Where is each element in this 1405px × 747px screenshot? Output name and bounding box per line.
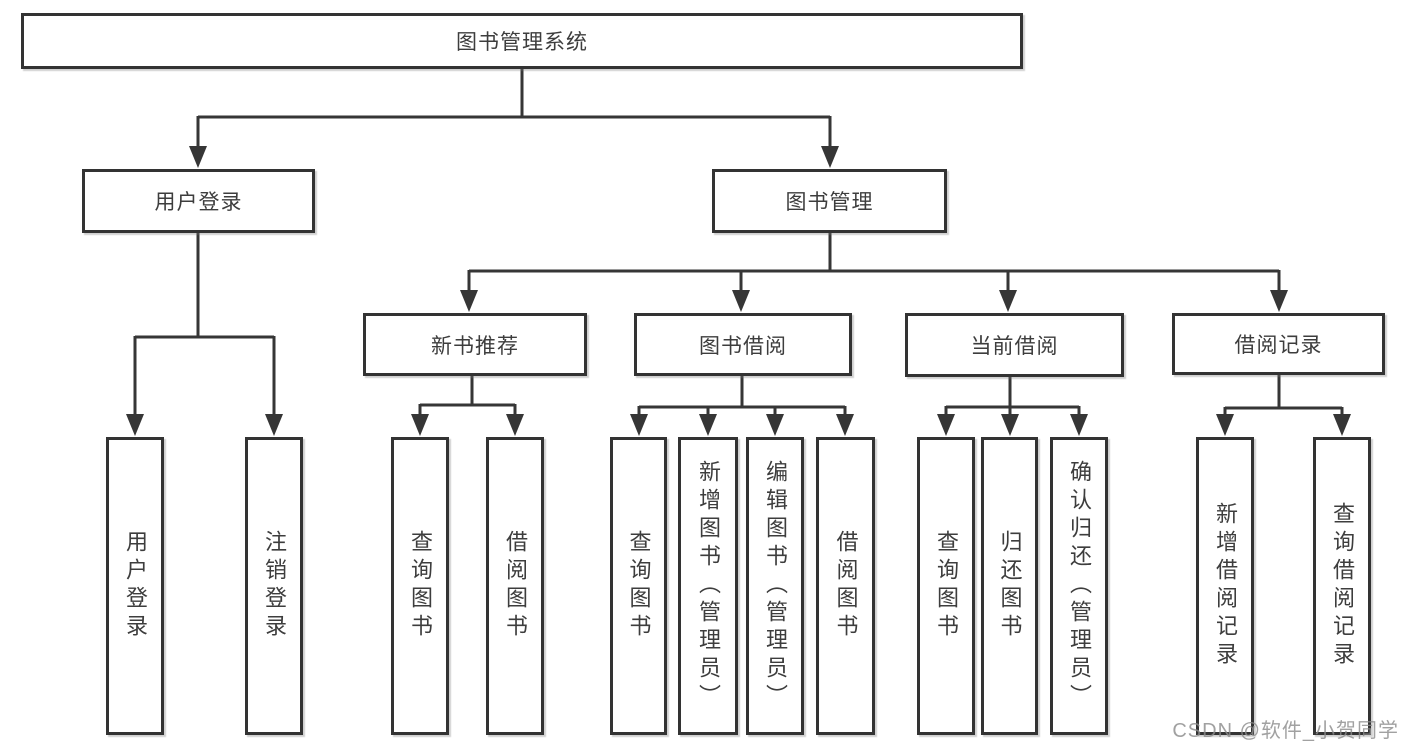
- node-query-borrow-record: 查询借阅记录: [1313, 437, 1371, 735]
- node-borrow-books-recommend: 借阅图书: [486, 437, 544, 735]
- node-query-books-borrowing: 查询图书: [610, 437, 667, 735]
- node-query-books-recommend: 查询图书: [391, 437, 449, 735]
- node-library-management-system: 图书管理系统: [21, 13, 1023, 69]
- node-add-book-admin: 新增图书（管理员）: [678, 437, 738, 735]
- node-current-borrowing: 当前借阅: [905, 313, 1124, 377]
- node-logout-leaf: 注销登录: [245, 437, 303, 735]
- csdn-watermark: CSDN @软件_小贺同学: [1172, 720, 1399, 742]
- node-add-borrow-record: 新增借阅记录: [1196, 437, 1254, 735]
- arrowheads: [126, 146, 1351, 436]
- node-edit-book-admin: 编辑图书（管理员）: [746, 437, 804, 735]
- node-return-books: 归还图书: [981, 437, 1038, 735]
- node-borrowing-records: 借阅记录: [1172, 313, 1385, 375]
- node-borrow-books-leaf: 借阅图书: [816, 437, 875, 735]
- node-new-book-recommend: 新书推荐: [363, 313, 587, 376]
- node-book-borrowing: 图书借阅: [634, 313, 852, 376]
- node-user-login: 用户登录: [82, 169, 315, 233]
- node-book-management: 图书管理: [712, 169, 947, 233]
- node-query-books-current: 查询图书: [917, 437, 975, 735]
- node-user-login-leaf: 用户登录: [106, 437, 164, 735]
- node-confirm-return-admin: 确认归还（管理员）: [1050, 437, 1108, 735]
